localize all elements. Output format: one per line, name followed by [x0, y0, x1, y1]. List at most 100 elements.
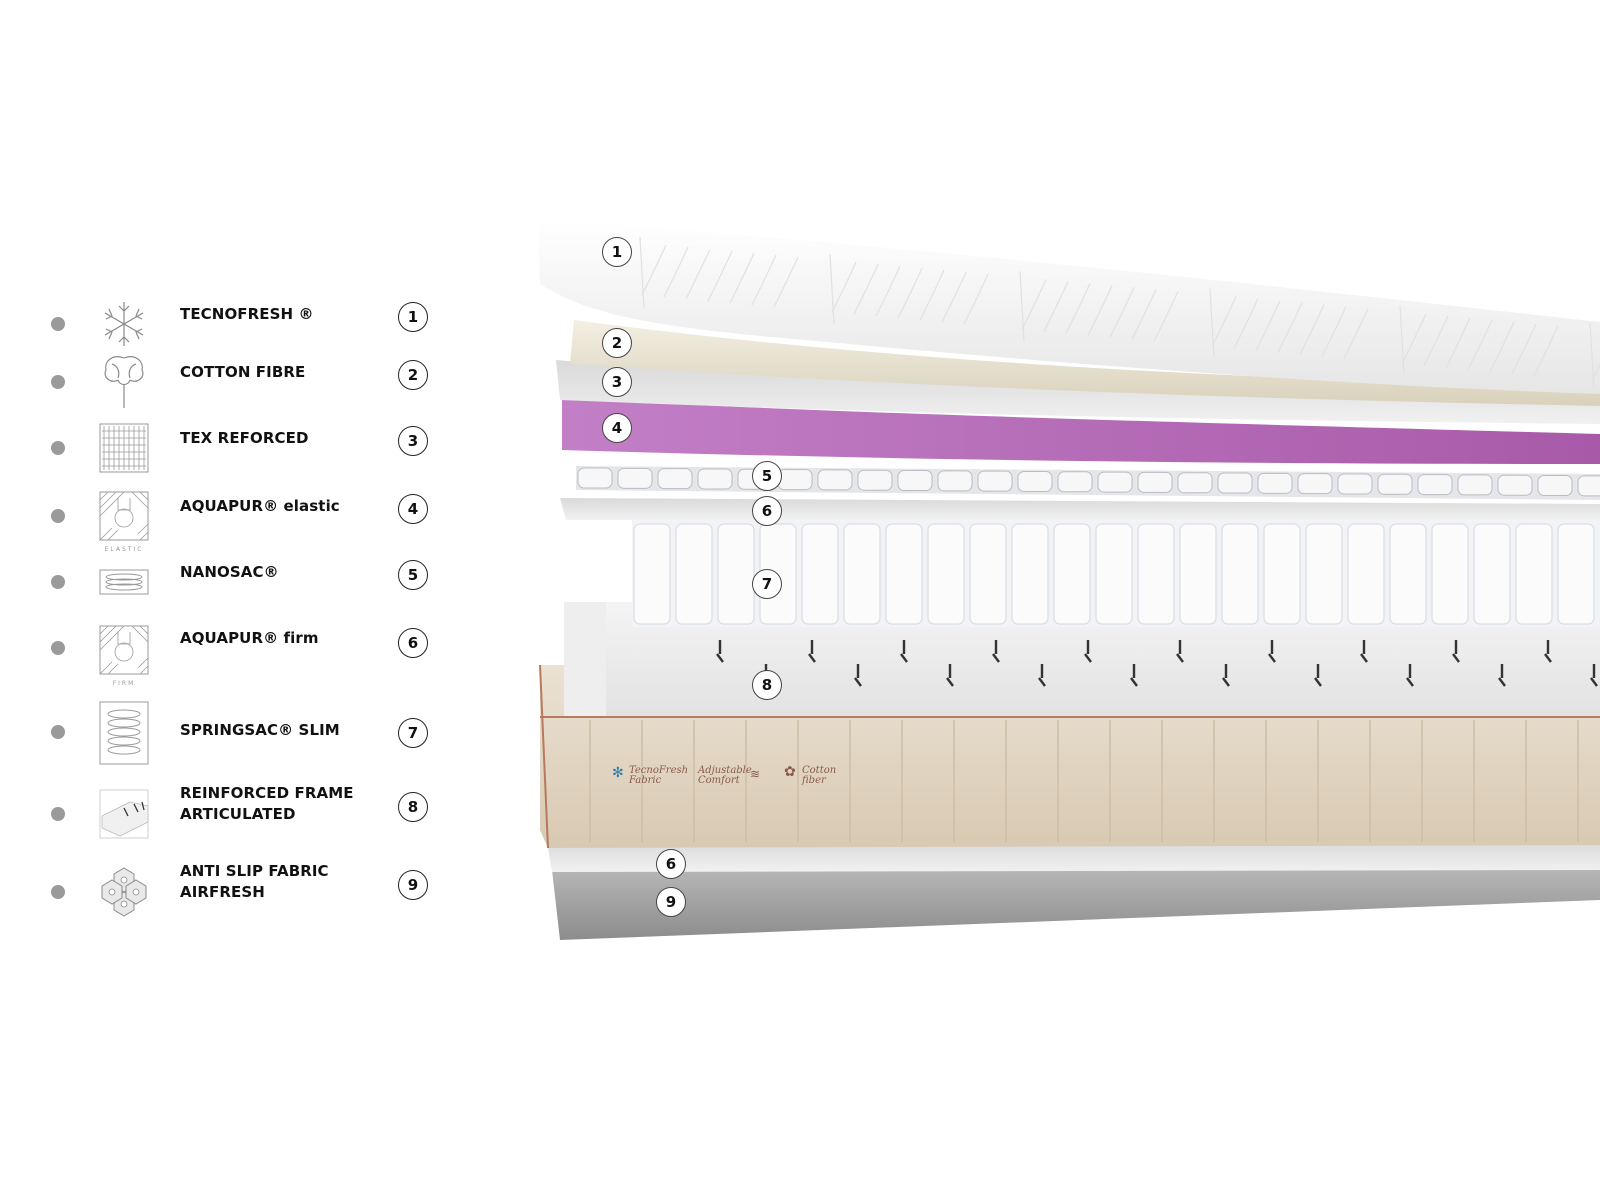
quilt-seam [829, 254, 835, 325]
legend-label-line: ANTI SLIP FABRIC [180, 862, 329, 880]
legend-bullet [51, 725, 65, 739]
nanosac-pocket [777, 469, 813, 491]
quilt-stitch [641, 244, 667, 296]
quilt-stitch [1255, 300, 1281, 351]
spring-pocket [1263, 523, 1301, 625]
legend-number-badge: 4 [398, 494, 428, 524]
spring-pocket [1389, 523, 1427, 625]
snowflake-icon [104, 302, 144, 346]
spring-pocket [1137, 523, 1175, 625]
layer-aquapur-firm-bottom [548, 840, 1600, 872]
legend-label: NANOSAC® [180, 562, 380, 583]
quilt-stitch [941, 271, 967, 323]
fabric-label-line: TecnoFresh [629, 765, 689, 776]
aquapur-firm-graphic [99, 625, 149, 675]
legend-row: ELASTIC AQUAPUR® elastic 4 [0, 484, 440, 553]
diagram-marker: 1 [602, 237, 632, 267]
frame-slot [1130, 664, 1138, 687]
frame-slot [1084, 640, 1092, 663]
quilt-stitch [1211, 296, 1237, 347]
legend-label-line: COTTON FIBRE [180, 363, 306, 381]
legend-row: TEX REFORCED 3 [0, 416, 440, 480]
frame-slot [854, 664, 862, 687]
nanosac-pocket [897, 470, 933, 492]
layer-springsac-slim [632, 520, 1600, 627]
spring-pocket [1473, 523, 1511, 625]
legend-row: REINFORCED FRAME ARTICULATED 8 [0, 782, 440, 846]
tecnofresh-snowflake-icon: ✻ [612, 765, 624, 781]
nanosac-pocket [1297, 473, 1333, 495]
fabric-label-line: Fabric [629, 775, 662, 786]
quilt-stitch [1131, 289, 1157, 340]
layer-tex-reforced [556, 360, 1600, 424]
layer-nanosac [576, 466, 1600, 500]
diagram-marker: 4 [602, 413, 632, 443]
frame-slot [1544, 640, 1552, 663]
quilt-seam [1209, 288, 1215, 357]
quilt-stitch [853, 264, 879, 315]
layer-aquapur-firm-top [560, 498, 1600, 520]
legend-label-line: AQUAPUR® firm [180, 629, 319, 647]
fabric-label-line: Comfort [698, 775, 740, 786]
spring-pocket [1095, 523, 1133, 625]
diagram-marker: 9 [656, 887, 686, 917]
quilt-stitch [1233, 298, 1259, 349]
wave-lines-icon: ≋ [750, 767, 761, 781]
nanosac-pocket [1217, 472, 1253, 494]
diagram-marker: 7 [752, 569, 782, 599]
legend-label: TEX REFORCED [180, 428, 380, 449]
legend-bullet [51, 317, 65, 331]
legend-number-badge: 8 [398, 792, 428, 822]
mattress-layer-diagram [538, 220, 1600, 940]
legend-number-badge: 3 [398, 426, 428, 456]
frame-slot [1314, 664, 1322, 687]
legend-label: COTTON FIBRE [180, 362, 380, 383]
nanosac-pocket [577, 467, 613, 489]
diagram-marker: 3 [602, 367, 632, 397]
frame-slot [716, 640, 724, 663]
quilt-stitch [1321, 306, 1347, 357]
quilt-stitch [1467, 319, 1493, 371]
spring-pocket [1557, 523, 1595, 625]
spring-pocket [1179, 523, 1217, 625]
nanosac-pocket [937, 470, 973, 492]
spring-pocket [1515, 523, 1553, 625]
quilt-seam [639, 237, 645, 309]
legend-bullet [51, 885, 65, 899]
quilt-stitch [707, 250, 733, 302]
legend-bullet [51, 807, 65, 821]
frame-slot [808, 640, 816, 663]
nanosac-pocket [697, 468, 733, 490]
nanosac-pocket [1457, 474, 1493, 496]
frame-slot [900, 640, 908, 663]
quilt-stitch [1343, 308, 1369, 359]
quilt-stitch [1299, 304, 1325, 355]
quilt-stitch [1277, 302, 1303, 353]
legend-row: COTTON FIBRE 2 [0, 350, 440, 414]
legend-label-line: SPRINGSAC® SLIM [180, 721, 340, 739]
fabric-label-line: fiber [802, 775, 826, 786]
frame-slot [1590, 664, 1598, 687]
spring-pocket [1053, 523, 1091, 625]
quilt-stitch [1445, 317, 1471, 369]
legend-bullet [51, 375, 65, 389]
anti-slip-pattern-icon [101, 867, 147, 917]
legend-label-line: TECNOFRESH ® [180, 305, 314, 323]
quilt-stitch [1423, 315, 1449, 367]
quilt-stitch [751, 254, 777, 306]
frame-slot [1498, 664, 1506, 687]
spring-pocket [969, 523, 1007, 625]
adjustable-comfort-label: Adjustable Comfort ≋ [698, 766, 768, 786]
legend-label-line: AIRFRESH [180, 883, 265, 901]
nanosac-pocket [1377, 473, 1413, 495]
spring-pocket [927, 523, 965, 625]
quilt-stitch [1043, 281, 1069, 332]
legend-row: ANTI SLIP FABRIC AIRFRESH 9 [0, 860, 440, 924]
quilt-stitch [685, 248, 711, 300]
nanosac-pocket [1537, 475, 1573, 497]
quilt-stitch [963, 273, 989, 325]
cotton-flower-icon [104, 356, 144, 408]
quilt-stitch [919, 269, 945, 321]
legend-number-badge: 9 [398, 870, 428, 900]
spring-pocket [1431, 523, 1469, 625]
